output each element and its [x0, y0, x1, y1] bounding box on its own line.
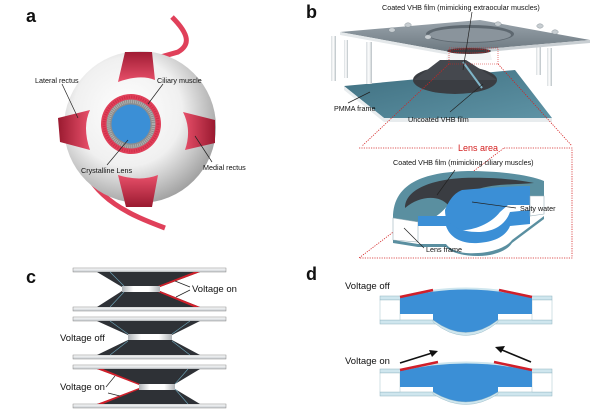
- membrane-bottom: [97, 291, 200, 307]
- coated-extraocular-label: Coated VHB film (mimicking extraocular m…: [382, 3, 540, 12]
- pillar: [547, 48, 552, 86]
- electrode-top: [158, 272, 200, 287]
- membrane-top: [97, 321, 200, 335]
- actuator-unit-voltage-off: [72, 316, 227, 360]
- panel-d: d Voltage off: [306, 264, 553, 405]
- panel-b-letter: b: [306, 2, 317, 22]
- pillar: [536, 47, 541, 75]
- neck: [122, 286, 160, 292]
- lens-voltage-on: [379, 346, 553, 405]
- fluid: [400, 288, 532, 333]
- neck: [139, 384, 175, 390]
- lens-holder: [446, 52, 492, 60]
- tendon-ribbon-top: [149, 15, 189, 63]
- superior-rectus-muscle: [118, 52, 155, 82]
- uncoated-leader: [449, 83, 484, 113]
- lateral-rectus-muscle: [58, 110, 90, 150]
- pmma-frame-leader: [347, 91, 371, 104]
- membrane-top: [97, 369, 200, 384]
- arrow-left-head: [429, 350, 438, 357]
- voltage-on-leader: [174, 280, 191, 298]
- frame-bar: [72, 364, 227, 370]
- voltage-on-top-label: Voltage on: [192, 284, 237, 295]
- pillar: [366, 42, 372, 84]
- frame-bar: [72, 316, 227, 322]
- lens-area-highlight: [448, 47, 499, 65]
- electrode-bottom: [158, 291, 200, 307]
- medial-rectus-muscle: [183, 112, 215, 150]
- inferior-rectus-muscle: [118, 175, 158, 207]
- frame-bar: [72, 267, 227, 273]
- crystalline-lens: [111, 104, 151, 144]
- crystalline-lens-leader: [106, 139, 129, 166]
- ciliary-muscle-leader: [147, 83, 164, 105]
- salty-water-leader: [471, 201, 517, 209]
- arrow-right: [501, 349, 532, 363]
- pillar: [331, 36, 336, 81]
- callout-line-right: [497, 63, 573, 147]
- callout-line-left: [361, 63, 450, 147]
- electrode-right: [498, 288, 533, 299]
- frame-bar: [72, 403, 227, 409]
- electrode-right: [493, 360, 533, 372]
- base-plate-edge: [384, 118, 552, 122]
- coated-extraocular-leader: [462, 11, 473, 71]
- lens-frame-label: Lens frame: [426, 245, 462, 254]
- base-plate: [344, 70, 552, 118]
- membrane-top: [97, 272, 200, 287]
- panel-a-letter: a: [26, 6, 37, 26]
- uncoated-vhb-label: Uncoated VHB film: [408, 115, 469, 124]
- arrow-left: [399, 352, 433, 364]
- panel-d-letter: d: [306, 264, 317, 284]
- lens-frame-front-right: [529, 195, 545, 217]
- voltage-on-bottom-label: Voltage on: [60, 382, 105, 393]
- coated-ciliary-label: Coated VHB film (mimicking ciliary muscl…: [393, 158, 534, 167]
- medial-rectus-label: Medial rectus: [203, 163, 246, 172]
- membrane-bottom: [97, 340, 200, 355]
- coated-ciliary-film: [405, 177, 534, 208]
- panel-b: b: [306, 2, 590, 259]
- lateral-rectus-label: Lateral rectus: [35, 76, 79, 85]
- pmma-frame-label: PMMA frame: [334, 104, 376, 113]
- bolts: [388, 21, 559, 40]
- salty-water-label: Salty water: [520, 204, 556, 213]
- voltage-off-label: Voltage off: [60, 333, 105, 344]
- bottom-membrane: [432, 391, 499, 405]
- lateral-rectus-leader: [61, 83, 79, 119]
- salty-water: [445, 186, 530, 231]
- lens-frame-leader: [403, 227, 425, 249]
- electrode-top: [97, 369, 140, 385]
- voltage-on-label-d: Voltage on: [345, 356, 390, 367]
- medial-rectus-leader: [194, 135, 213, 163]
- bottom-membrane: [432, 319, 499, 336]
- voltage-on-leader: [105, 375, 121, 397]
- lens-area-label: Lens area: [458, 143, 498, 153]
- ciliary-muscle-label: Ciliary muscle: [157, 76, 202, 85]
- arrow-right-head: [495, 346, 505, 353]
- actuator-unit-voltage-on-left: [72, 364, 227, 409]
- crystalline-lens-label: Crystalline Lens: [81, 166, 133, 175]
- panel-c: c Voltage on Voltage off: [26, 267, 237, 409]
- ciliary-muscle-fibers: [102, 95, 160, 153]
- salty-water-front: [418, 210, 530, 244]
- neck: [128, 334, 172, 340]
- pillar: [344, 40, 348, 78]
- fluid: [400, 362, 532, 402]
- electrode-bottom: [97, 388, 140, 404]
- panel-c-letter: c: [26, 267, 36, 287]
- frame-bar: [72, 354, 227, 360]
- membrane-bottom: [97, 389, 200, 404]
- actuator-unit-voltage-on-right: [72, 267, 227, 312]
- electrode-left: [399, 360, 439, 372]
- frame-bar: [72, 306, 227, 312]
- voltage-off-label-d: Voltage off: [345, 281, 390, 292]
- coated-ciliary-leader: [436, 169, 456, 196]
- electrode-left: [399, 288, 434, 299]
- lens-voltage-off: [379, 287, 553, 336]
- panel-a: a Lateral rectus Ciliary muscle Crystall…: [26, 6, 246, 231]
